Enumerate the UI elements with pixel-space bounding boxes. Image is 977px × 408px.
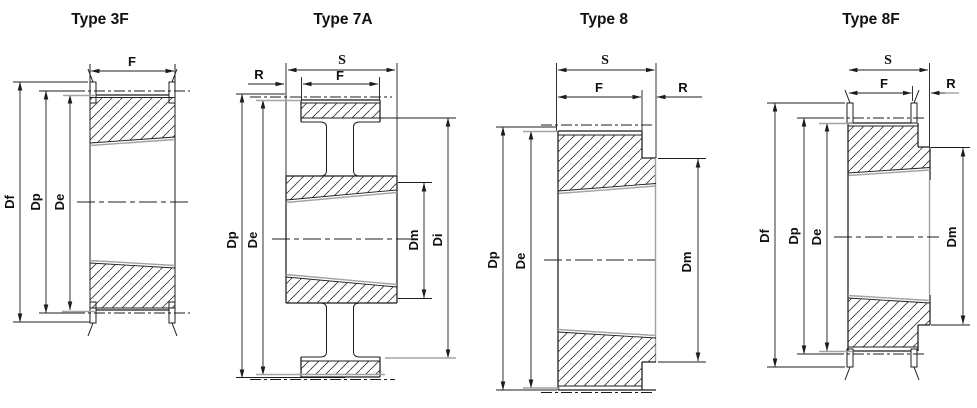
dim-label-dp: Dp [786,227,801,244]
web-right-top [353,121,359,177]
dim-label-s: S [338,53,346,68]
dim-label-dp: Dp [224,231,239,248]
type-3f-dimension-df: Df [2,81,90,323]
taper-line-top [557,183,657,192]
hatch-bottom [90,263,175,308]
diagram-title: Type 8 [580,11,628,28]
dim-label-de: De [52,194,67,211]
type-8f-dimension-s: S [848,53,930,147]
type-7a-dimension-di: Di [385,117,456,359]
type-8f-body [833,89,939,381]
taper-line-top [285,189,398,201]
dim-label-dp: Dp [485,251,500,268]
flange-flare-bottom-right [913,366,920,381]
hatch-hub-bottom [286,277,397,303]
taper-gray-line-top [89,138,176,147]
diagram-type-8f: Type 8F S F R [757,11,970,381]
hatch-bottom [558,332,656,386]
flange-top-right [910,102,918,124]
dim-label-dm: Dm [679,252,694,273]
type-7a-dimension-s: S [287,53,396,73]
dim-label-dm: Dm [944,227,959,248]
type-8f-dimension-f: F [848,76,913,101]
diagram-title: Type 8F [842,11,899,28]
dim-label-f: F [336,68,344,83]
flange-flare-top-left [844,89,851,104]
dim-label-df: Df [757,228,772,242]
taper-gray-line-bottom [89,259,176,267]
type-8f-dimension-dp: Dp [786,117,833,355]
taper-gray-line-bottom [285,273,398,286]
type-7a-dimension-f: F [301,68,380,100]
flange-top-left [846,102,854,124]
type-7a-body [250,63,456,380]
dim-label-di: Di [430,234,445,247]
type-7a-dimension-dm: Dm [398,182,432,299]
diagram-title: Type 3F [71,11,128,28]
hatch-bottom [848,298,930,347]
type-3f-dimension-de: De [52,94,96,311]
dim-label-r: R [946,76,956,91]
flange-flare-top-right [913,89,920,104]
dim-label-de: De [245,232,260,249]
dim-label-dm: Dm [406,230,421,251]
dim-label-f: F [595,80,603,95]
type-7a-dimension-r: R [248,67,285,87]
taper-gray-line-bottom [557,328,657,337]
flange-flare-bottom-left [844,366,851,381]
flange-bottom-right [910,348,918,368]
type-8f-dimension-r: R [930,76,959,96]
flange-flare-bottom-left [87,322,94,337]
hatch-rim-bottom [301,361,380,375]
taper-gray-line-top [557,185,657,195]
type-3f-dimension-dp: Dp [28,90,75,314]
dim-label-f: F [880,76,888,91]
type-8-dimension-dm: Dm [658,158,706,363]
hatch-top [558,135,656,191]
taper-line-top [847,167,931,174]
taper-line-top [89,136,176,144]
type-3f-dimension-f: F [90,54,175,74]
diagram-type-3f: Type 3F F [2,11,190,337]
diagram-title: Type 7A [313,11,372,28]
flange-flare-top-left [87,68,94,83]
hatch-hub-top [286,176,397,200]
type-8-dimension-de: De [513,130,560,389]
dim-label-r: R [254,67,264,82]
flange-flare-top-right [171,68,178,83]
taper-gray-line-top [285,191,398,204]
web-right-bottom [353,302,359,358]
type-8f-dimension-dm: Dm [931,147,970,326]
taper-gray-line-bottom [847,294,931,302]
type-7a-dimension-dp: Dp [224,93,345,379]
dim-label-de: De [809,229,824,246]
dim-label-f: F [128,54,136,69]
type-8-body [541,124,659,393]
dim-label-de: De [513,253,528,270]
type-8-dimension-s: S [556,53,657,158]
dim-label-s: S [884,53,892,68]
hatch-top [848,126,930,173]
web-left-bottom [321,302,327,358]
dim-label-dp: Dp [28,193,43,210]
flange-flare-bottom-right [171,322,178,337]
diagram-type-8: Type 8 S F R [485,11,706,393]
dim-label-s: S [601,53,609,68]
dim-label-r: R [678,80,688,95]
hatch-rim-top [301,103,380,118]
type-8-dimension-f: F [557,80,643,131]
hatch-top [90,97,175,143]
dim-label-df: Df [2,194,17,208]
type-3f-body [62,64,190,337]
taper-gray-line-top [847,169,931,177]
type-8f-dimension-de: De [809,122,853,353]
type-8f-dimension-df: Df [757,102,845,368]
web-left-top [321,121,327,177]
diagram-type-7a: Type 7A S F R [224,11,456,380]
type-8-dimension-dp: Dp [485,126,557,391]
type-8-dimension-r: R [656,80,702,100]
type-7a-dimension-de: De [245,99,385,376]
